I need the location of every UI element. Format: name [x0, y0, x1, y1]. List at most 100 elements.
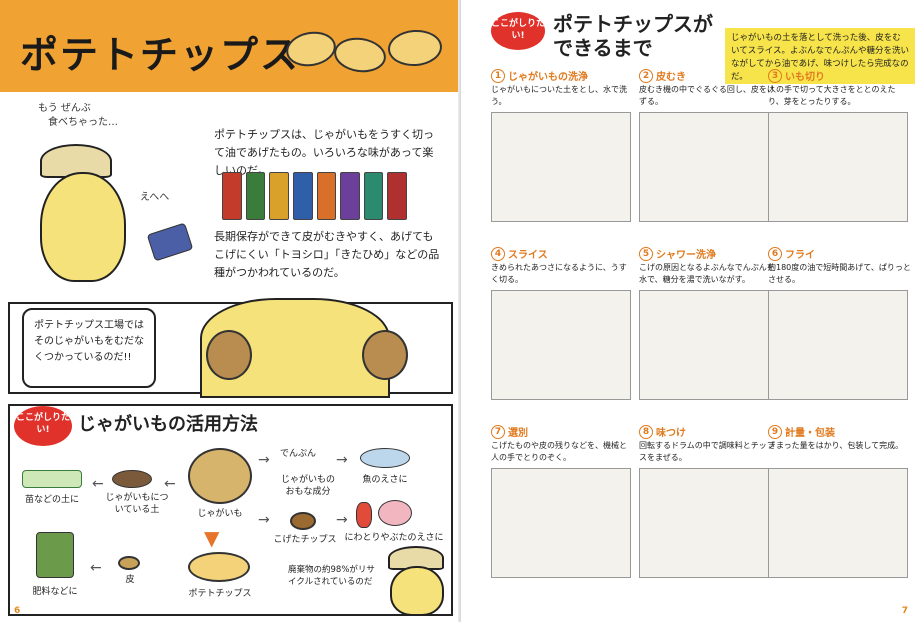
peel-icon: [118, 556, 140, 570]
fertilizer-bag-icon: [36, 532, 74, 578]
step-number: 7: [491, 424, 505, 439]
pig-label: にわとりやぶたのえさに: [344, 533, 444, 543]
step-number: 6: [768, 246, 782, 261]
speech-line: 食べちゃった…: [48, 117, 118, 128]
arrow-icon: →: [258, 452, 270, 468]
step-title: フライ: [785, 250, 815, 261]
arrow-icon: ←: [90, 560, 102, 576]
step-illustration: [491, 290, 631, 400]
arrow-icon: ←: [92, 476, 104, 492]
step-title: いも切り: [785, 72, 825, 83]
fish-label: 魚のえさに: [362, 475, 408, 485]
chips-pile-icon: [188, 552, 250, 582]
step-number: 1: [491, 68, 505, 83]
step-title: シャワー洗浄: [656, 250, 716, 261]
step-number: 4: [491, 246, 505, 261]
potato-character-small: [390, 566, 444, 616]
bag-icon: [340, 172, 360, 220]
step-description: きめられたあつさになるように、うすく切る。: [491, 263, 627, 284]
step-title: 選別: [508, 428, 528, 439]
step-illustration: [639, 112, 779, 222]
arrow-icon: ▼: [204, 526, 220, 550]
step-description: 約180度の油で短時間あげて、ぱりっとさせる。: [768, 263, 911, 284]
step-description: 回転するドラムの中で調味料とチップスをまぜる。: [639, 441, 775, 462]
fish-icon: [360, 448, 410, 468]
bag-icon: [222, 172, 242, 220]
pig-icon: [378, 500, 412, 526]
summary-box: じゃがいもの土を落として洗った後、皮をむいてスライス。よぶんなでんぷんや糖分を洗…: [725, 28, 915, 84]
soil-label: じゃがいもについている土: [105, 493, 169, 515]
step-illustration: [768, 468, 908, 578]
page-title: ポテトチップス: [20, 33, 301, 77]
step-illustration: [639, 468, 779, 578]
character-speech: もう ぜんぶ 食べちゃった…: [38, 102, 118, 130]
bag-icon: [245, 172, 266, 220]
character-hat: [40, 144, 112, 178]
variety-paragraph: 長期保存ができて皮がむきやすく、あげてもこげにくい「トヨシロ」「きたひめ」などの…: [214, 230, 440, 279]
step-illustration: [768, 290, 908, 400]
process-title-line: ポテトチップスが: [553, 12, 713, 36]
section-title: じゃがいもの活用方法: [78, 414, 258, 435]
title-banner: [0, 0, 461, 92]
step-description: こげたものや皮の残りなどを、機械と人の手でとりのぞく。: [491, 441, 627, 462]
bag-icon: [269, 172, 289, 220]
step-title: 計量・包装: [785, 428, 835, 439]
soil-icon: [112, 470, 152, 488]
intro-paragraph: ポテトチップスは、じゃがいもをうすく切って油であげたもの。いろいろな味があって楽…: [214, 128, 434, 177]
arrow-icon: →: [336, 452, 348, 468]
arrow-icon: ←: [164, 476, 176, 492]
step-illustration: [491, 468, 631, 578]
step-illustration: [639, 290, 779, 400]
speech-bubble: ポテトチップス工場ではそのじゃがいもをむだなくつかっているのだ!!: [22, 308, 156, 388]
step-description: 人の手で切って大きさをととのえたり、芽をとったりする。: [768, 85, 896, 106]
step-illustration: [491, 112, 631, 222]
process-title: ポテトチップスが できるまで: [553, 12, 713, 60]
arrow-icon: →: [258, 512, 270, 528]
step-number: 5: [639, 246, 653, 261]
whole-potato: [188, 448, 252, 504]
recycle-note: 廃棄物の約98%がリサイクルされているのだ: [288, 565, 375, 587]
character-sigh: えへへ: [140, 192, 170, 203]
speech-line: もう ぜんぶ: [38, 103, 91, 114]
step-title: 皮むき: [656, 72, 686, 83]
starch-sub-label: じゃがいものおもな成分: [280, 475, 335, 497]
step-title: 味つけ: [656, 428, 686, 439]
burnt-label: こげたチップス: [273, 535, 337, 545]
step-illustration: [768, 112, 908, 222]
potato-label: じゃがいも: [197, 509, 243, 519]
sprout-label: 苗などの土に: [24, 495, 79, 505]
step-title: スライス: [508, 250, 548, 261]
starch-label: でんぷん: [279, 449, 316, 459]
bag-icon: [363, 172, 384, 220]
step-description: じゃがいもについた土をとし、水で洗う。: [491, 85, 627, 106]
title-badge: ここがしりたい!: [491, 12, 545, 50]
peel-label: 皮: [125, 575, 135, 585]
step-title: じゃがいもの洗浄: [508, 72, 588, 83]
bag-icon: [292, 172, 313, 220]
step-number: 3: [768, 68, 782, 83]
potato-character: [40, 172, 126, 282]
process-title-line: できるまで: [553, 36, 653, 60]
step-number: 8: [639, 424, 653, 439]
chips-label: ポテトチップス: [188, 589, 252, 599]
step-description: きまった量をはかり、包装して完成。: [768, 441, 904, 450]
left-page: ポテトチップス もう ぜんぶ 食べちゃった… えへへ ポテトチップスは、じゃがい…: [0, 0, 461, 616]
step-number: 2: [639, 68, 653, 83]
page-number: 7: [901, 606, 908, 616]
bag-icon: [316, 172, 337, 220]
right-page: ここがしりたい! ポテトチップスが できるまで じゃがいもの土を落として洗った後…: [461, 0, 922, 622]
